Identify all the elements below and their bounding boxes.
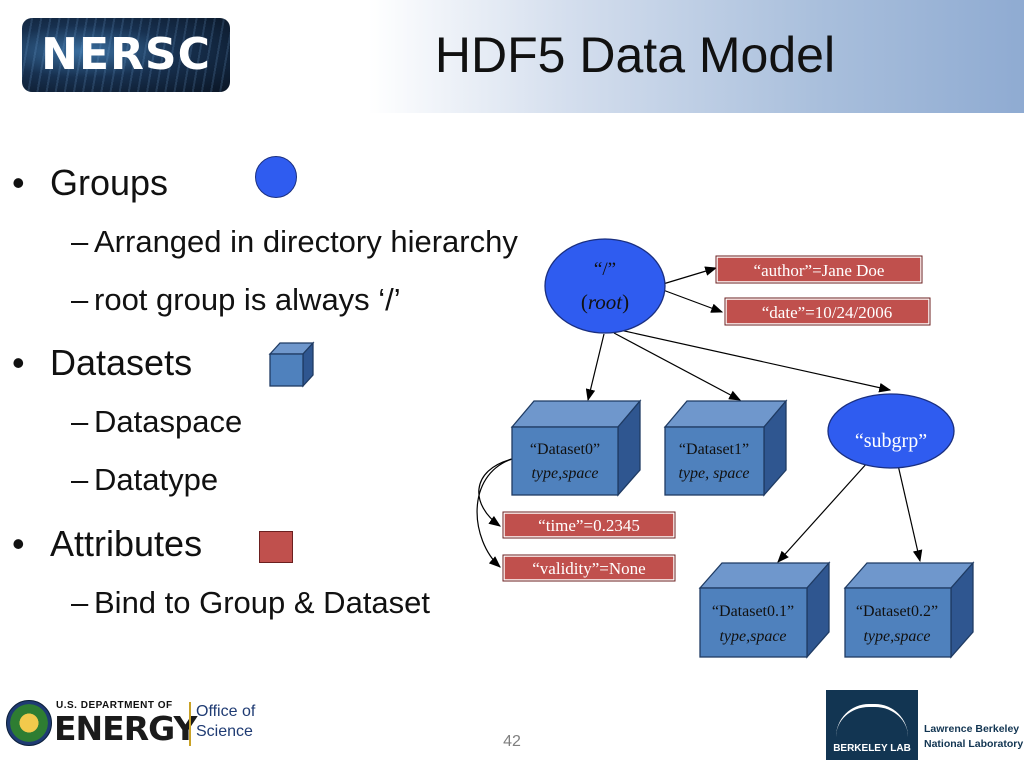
dataset-name: “Dataset0” xyxy=(530,441,600,458)
dash-glyph: – xyxy=(71,282,89,317)
edge-root-subgrp xyxy=(619,329,892,393)
dataset-info: type,space xyxy=(863,628,930,645)
dash-glyph: – xyxy=(71,224,89,259)
attr-border xyxy=(724,297,931,326)
cube-front xyxy=(844,587,952,658)
edge-subgrp-dataset02 xyxy=(897,464,923,563)
office-line1: Office of xyxy=(196,703,256,720)
doe-energy-text: ENERGY xyxy=(54,709,197,748)
cube-front xyxy=(699,587,808,658)
bullet-dot: • xyxy=(12,342,25,383)
dataset0-node: “Dataset0” type,space xyxy=(510,399,642,497)
attr-text: “author”=Jane Doe xyxy=(754,261,885,280)
bullet-groups: • Groups xyxy=(12,162,169,204)
dataset01-node: “Dataset0.1” type,space xyxy=(698,561,831,659)
sub-bullet-text: Datatype xyxy=(94,462,219,497)
doe-logo: U.S. DEPARTMENT OF ENERGY Office of Scie… xyxy=(6,696,276,752)
sub-bullet: – Dataspace xyxy=(71,404,243,440)
bullet-dot: • xyxy=(12,162,25,203)
dataset-info: type, space xyxy=(678,465,749,482)
dataset-info: type,space xyxy=(719,628,786,645)
attr-box xyxy=(725,298,930,325)
dataset-name: “Dataset0.1” xyxy=(712,603,794,620)
logo-divider xyxy=(189,702,191,746)
doe-small-text: U.S. DEPARTMENT OF xyxy=(56,700,173,711)
root-group-node: “/” (root) xyxy=(544,238,666,334)
dome-icon xyxy=(836,704,908,737)
lbnl-name: Lawrence Berkeley National Laboratory xyxy=(924,722,1023,752)
cube-front xyxy=(664,426,765,496)
attr-border xyxy=(715,255,923,284)
subgroup-label: “subgrp” xyxy=(855,430,927,452)
attr-validity: “validity”=None xyxy=(502,554,676,582)
attr-box xyxy=(503,512,675,538)
bullet-dot: • xyxy=(12,523,25,564)
edge-root-date xyxy=(662,289,724,313)
group-icon xyxy=(255,156,297,198)
office-line2: Science xyxy=(196,723,253,740)
bullet-label: Attributes xyxy=(50,523,203,564)
sub-bullet-text: root group is always ‘/’ xyxy=(94,282,401,317)
dash-glyph: – xyxy=(71,585,89,620)
attr-date: “date”=10/24/2006 xyxy=(724,297,931,326)
dataset-cube-icon xyxy=(268,341,315,388)
attr-text: “time”=0.2345 xyxy=(538,516,640,535)
subgroup-node: “subgrp” xyxy=(827,393,955,469)
subgroup-ellipse xyxy=(827,393,955,469)
office-of-science: Office of Science xyxy=(196,702,255,742)
sub-bullet: – Datatype xyxy=(71,462,219,498)
lbnl-line1: Lawrence Berkeley xyxy=(924,723,1020,735)
root-ellipse xyxy=(544,238,666,334)
logo-streaks xyxy=(22,18,230,92)
dash-glyph: – xyxy=(71,404,89,439)
berkeley-lab-text: BERKELEY LAB xyxy=(833,743,911,754)
logo-text: NERSC xyxy=(41,29,211,80)
edge-subgrp-dataset01 xyxy=(777,461,869,563)
attr-box xyxy=(503,555,675,581)
edge-dataset0-validity xyxy=(476,458,513,568)
dataset02-node: “Dataset0.2” type,space xyxy=(843,561,975,659)
attribute-icon xyxy=(259,531,293,563)
lbnl-line2: National Laboratory xyxy=(924,738,1024,750)
sub-bullet: – Bind to Group & Dataset xyxy=(71,585,431,621)
root-name: root xyxy=(588,290,623,314)
sub-bullet: – Arranged in directory hierarchy xyxy=(71,224,518,260)
dataset-info: type,space xyxy=(531,465,598,482)
bullet-label: Groups xyxy=(50,162,169,203)
bullet-datasets: • Datasets xyxy=(12,342,193,384)
berkeley-lab-logo: BERKELEY LAB xyxy=(826,690,918,760)
header-banner: NERSC HDF5 Data Model xyxy=(0,0,1024,113)
nersc-logo: NERSC xyxy=(22,18,230,92)
attr-text: “validity”=None xyxy=(532,559,645,578)
slide-title: HDF5 Data Model xyxy=(434,27,836,83)
sub-bullet-text: Bind to Group & Dataset xyxy=(94,585,431,620)
attr-border xyxy=(502,554,676,582)
attr-box xyxy=(716,256,922,283)
doe-seal-icon xyxy=(6,700,52,746)
dataset1-node: “Dataset1” type, space xyxy=(663,399,788,497)
slide-number: 42 xyxy=(503,733,521,750)
edge-root-dataset0 xyxy=(585,333,605,402)
sub-bullet: – root group is always ‘/’ xyxy=(71,282,401,318)
attr-author: “author”=Jane Doe xyxy=(715,255,923,284)
attr-text: “date”=10/24/2006 xyxy=(762,303,892,322)
edge-root-author xyxy=(662,266,718,285)
edge-root-dataset1 xyxy=(613,332,742,401)
bullet-attributes: • Attributes xyxy=(12,523,203,565)
bullet-label: Datasets xyxy=(50,342,193,383)
sub-bullet-text: Arranged in directory hierarchy xyxy=(94,224,518,259)
attr-border xyxy=(502,511,676,539)
dataset-name: “Dataset1” xyxy=(679,441,749,458)
sub-bullet-text: Dataspace xyxy=(94,404,243,439)
dataset-name: “Dataset0.2” xyxy=(856,603,938,620)
root-caption: (root) xyxy=(581,290,629,314)
edge-dataset0-time xyxy=(478,458,513,527)
dash-glyph: – xyxy=(71,462,89,497)
attr-time: “time”=0.2345 xyxy=(502,511,676,539)
cube-front xyxy=(511,426,619,496)
root-label: “/” xyxy=(594,259,616,280)
